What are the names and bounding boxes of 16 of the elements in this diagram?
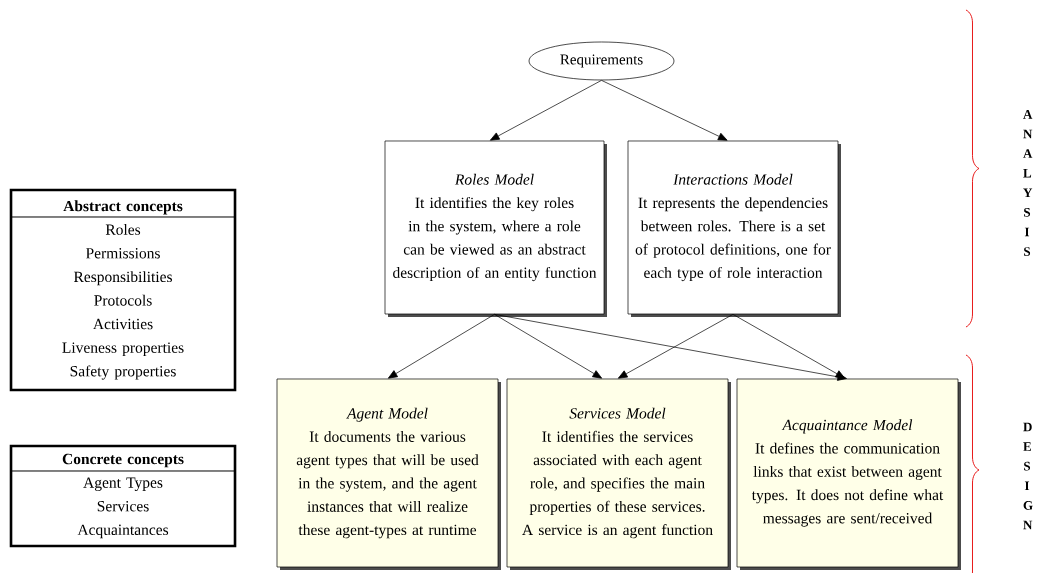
model-box: Agent Model It documents the various agent types that will be used in the system, and the agent instances that will realize these agent-types at runtime (276, 378, 501, 570)
arrow (732, 314, 846, 379)
phase-label: A N A L Y S I S (1023, 110, 1033, 256)
arrow (617, 314, 734, 379)
concept-table: Concrete concepts Agent Types Services Acquaintances (9, 444, 237, 548)
model-box: Acquaintance Model It defines the communication links that exist between agent types. It does not define what messages are sent/received (736, 378, 961, 570)
phase-label: D E S I G N (1023, 422, 1033, 530)
arrow (494, 314, 847, 381)
arrow (494, 314, 603, 379)
arrow (387, 314, 495, 379)
concept-table: Abstract concepts Roles Permissions Responsibilities Protocols Activities Liveness properties Safety properties (9, 188, 237, 392)
model-box: Roles Model It identifies the key roles in the system, where a role can be viewed as an abstract description of an entity function (384, 140, 607, 317)
arrow (489, 80, 602, 141)
arrow (601, 80, 728, 141)
model-box: Services Model It identifies the services associated with each agent role, and specifies the main properties of these services. A service is an agent function (506, 378, 731, 570)
model-box: Interactions Model It represents the dependencies between roles. There is a set of protocol definitions, one for each type of role interaction (627, 140, 841, 317)
